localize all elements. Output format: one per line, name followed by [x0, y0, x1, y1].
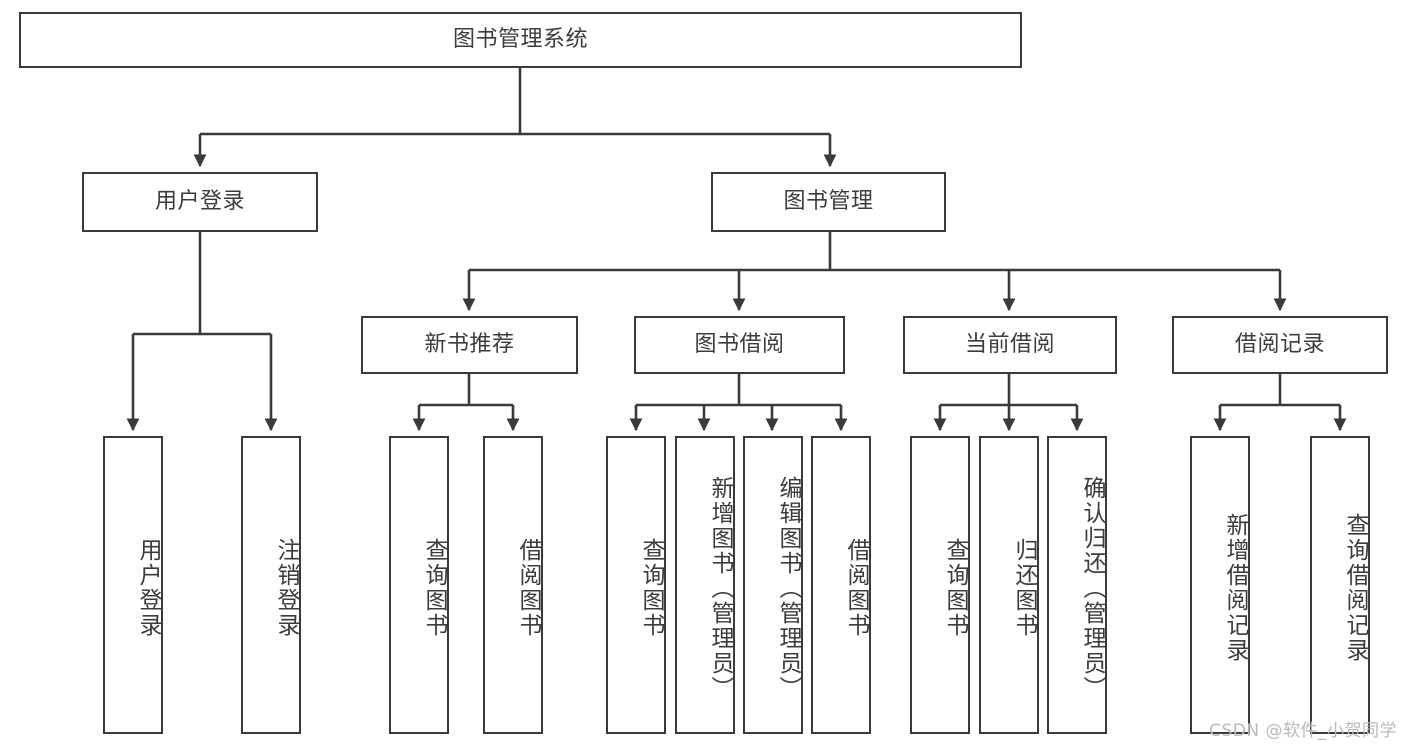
watermark: CSDN @软件_小贺同学 — [1209, 721, 1397, 741]
node-leaf-add-borrow-record-label: 新增借阅记录 — [1222, 513, 1248, 663]
node-borrow-record[interactable]: 借阅记录 — [1172, 316, 1388, 374]
node-root-label: 图书管理系统 — [452, 26, 588, 52]
node-book-borrow[interactable]: 图书借阅 — [634, 316, 845, 374]
node-leaf-logout-login[interactable]: 注销登录 — [241, 436, 301, 734]
node-leaf-return-book[interactable]: 归还图书 — [979, 436, 1039, 734]
node-leaf-confirm-return-label: 确认归还（管理员） — [1079, 475, 1105, 701]
node-leaf-user-login[interactable]: 用户登录 — [103, 436, 163, 734]
node-leaf-return-book-label: 归还图书 — [1011, 538, 1037, 638]
node-user-login[interactable]: 用户登录 — [82, 172, 318, 232]
node-leaf-edit-book-label: 编辑图书（管理员） — [775, 475, 801, 701]
node-leaf-query-book-3[interactable]: 查询图书 — [910, 436, 970, 734]
node-leaf-query-book-2[interactable]: 查询图书 — [606, 436, 666, 734]
node-leaf-add-book-label: 新增图书（管理员） — [707, 475, 733, 701]
node-current-borrow-label: 当前借阅 — [964, 331, 1055, 357]
node-root[interactable]: 图书管理系统 — [19, 12, 1022, 68]
node-book-manage[interactable]: 图书管理 — [711, 172, 946, 232]
node-leaf-borrow-book-1[interactable]: 借阅图书 — [483, 436, 543, 734]
node-user-login-label: 用户登录 — [154, 188, 245, 214]
node-leaf-add-borrow-record[interactable]: 新增借阅记录 — [1190, 436, 1250, 734]
node-leaf-add-book[interactable]: 新增图书（管理员） — [675, 436, 735, 734]
node-leaf-borrow-book-2[interactable]: 借阅图书 — [811, 436, 871, 734]
node-leaf-query-book-3-label: 查询图书 — [942, 538, 968, 638]
node-new-book-recommend[interactable]: 新书推荐 — [361, 316, 578, 374]
node-leaf-confirm-return[interactable]: 确认归还（管理员） — [1047, 436, 1107, 734]
node-leaf-borrow-book-2-label: 借阅图书 — [843, 538, 869, 638]
node-current-borrow[interactable]: 当前借阅 — [903, 316, 1117, 374]
node-leaf-borrow-book-1-label: 借阅图书 — [515, 538, 541, 638]
node-book-borrow-label: 图书借阅 — [694, 331, 785, 357]
node-book-manage-label: 图书管理 — [783, 188, 874, 214]
node-leaf-query-book-1-label: 查询图书 — [421, 538, 447, 638]
node-leaf-query-borrow-record-label: 查询借阅记录 — [1342, 513, 1368, 663]
node-borrow-record-label: 借阅记录 — [1234, 331, 1325, 357]
node-new-book-recommend-label: 新书推荐 — [424, 331, 515, 357]
node-leaf-query-book-2-label: 查询图书 — [638, 538, 664, 638]
node-leaf-query-book-1[interactable]: 查询图书 — [389, 436, 449, 734]
node-leaf-user-login-label: 用户登录 — [135, 538, 161, 638]
node-leaf-edit-book[interactable]: 编辑图书（管理员） — [743, 436, 803, 734]
node-leaf-query-borrow-record[interactable]: 查询借阅记录 — [1310, 436, 1370, 734]
node-leaf-logout-login-label: 注销登录 — [273, 538, 299, 638]
